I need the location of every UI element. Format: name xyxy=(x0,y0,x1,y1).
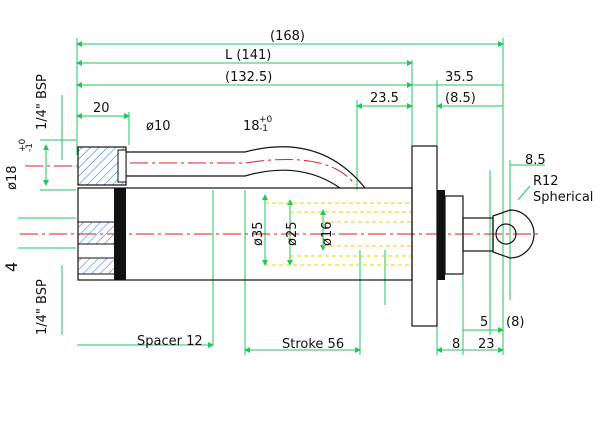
dim-flange-offset: 35.5 xyxy=(445,70,474,85)
centerlines xyxy=(20,159,540,235)
dim-port-bottom: 1/4" BSP xyxy=(35,279,50,335)
dim-rod: ø25 xyxy=(285,222,300,247)
dim-bend-tol: +0 xyxy=(259,115,273,125)
dim-left-num: 4 xyxy=(2,262,21,272)
dim-port-len: 20 xyxy=(93,101,110,116)
dimension-lines xyxy=(18,38,545,355)
dim-overall: (168) xyxy=(270,29,305,44)
dim-stroke: Stroke 56 xyxy=(282,337,344,352)
hidden-lines xyxy=(265,202,412,266)
dim-pipe-dia: ø10 xyxy=(146,119,171,134)
dimension-labels: (168) L (141) (132.5) 35.5 (8.5) 23.5 20… xyxy=(2,29,593,352)
dim-port-tol: +0 xyxy=(18,138,28,152)
dim-base-8p: (8) xyxy=(506,315,524,330)
dim-port-dia: ø18 xyxy=(5,166,20,191)
dim-port-top: 1/4" BSP xyxy=(35,74,50,130)
dim-inner: ø16 xyxy=(320,222,335,247)
dim-eye-r: R12 xyxy=(533,174,559,189)
dim-base-23: 23 xyxy=(478,337,495,352)
dim-base-5: 5 xyxy=(480,315,488,330)
dim-flange-thk: (8.5) xyxy=(445,91,476,106)
dim-eye-type: Spherical xyxy=(533,190,593,205)
dim-bend-tol-neg: -1 xyxy=(259,124,268,134)
dim-length: L (141) xyxy=(225,48,271,63)
dim-eye-w: 8.5 xyxy=(525,153,546,168)
dim-port-to-flange: 23.5 xyxy=(370,91,399,106)
cylinder-body xyxy=(77,145,535,327)
dim-spacer: Spacer 12 xyxy=(137,334,203,349)
dim-bend-len: 18 xyxy=(243,119,260,134)
dim-port-tol-neg: -1 xyxy=(25,143,35,152)
dim-body: (132.5) xyxy=(225,70,272,85)
dim-base-8: 8 xyxy=(452,337,460,352)
dim-bore: ø35 xyxy=(251,222,266,247)
